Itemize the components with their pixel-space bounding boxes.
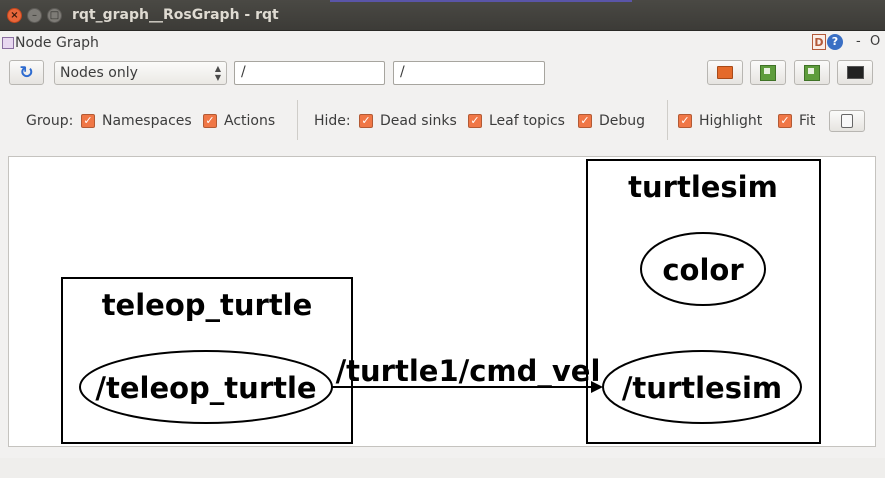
load-dot-button[interactable] (707, 60, 743, 85)
folder-open-icon (717, 66, 733, 79)
debug-toggle-button[interactable]: D (812, 34, 826, 50)
updown-arrows-icon: ▲▼ (214, 64, 221, 82)
fit-checkbox[interactable]: ✓ Fit (778, 113, 815, 129)
save-icon (804, 64, 820, 81)
separator (297, 100, 298, 140)
checkbox-label: Namespaces (102, 113, 192, 129)
help-button[interactable]: ? (827, 34, 843, 50)
window-title: rqt_graph__RosGraph - rqt (72, 7, 279, 23)
cluster-label-teleop-turtle: teleop_turtle (102, 288, 313, 322)
node-label-teleop-turtle: /teleop_turtle (95, 371, 316, 405)
close-plugin-button[interactable]: O (870, 34, 881, 49)
checkbox-label: Leaf topics (489, 113, 565, 129)
leaf-topics-checkbox[interactable]: ✓ Leaf topics (468, 113, 565, 129)
checkbox-checked-icon: ✓ (468, 114, 482, 128)
checkbox-checked-icon: ✓ (578, 114, 592, 128)
graph-mode-selected: Nodes only (60, 65, 138, 81)
status-bar (0, 458, 885, 478)
checkbox-checked-icon: ✓ (359, 114, 373, 128)
screen-icon (846, 66, 864, 79)
checkbox-label: Highlight (699, 113, 763, 129)
window-maximize-button[interactable]: □ (47, 8, 62, 23)
plugin-header: Node Graph D ? - O (0, 32, 885, 54)
checkbox-checked-icon: ✓ (678, 114, 692, 128)
actions-checkbox[interactable]: ✓ Actions (203, 113, 275, 129)
cluster-teleop-turtle[interactable] (61, 277, 353, 444)
graph-svg: teleop_turtle turtlesim /teleop_turtle c… (61, 159, 821, 444)
checkbox-checked-icon: ✓ (203, 114, 217, 128)
node-label-turtlesim: /turtlesim (622, 371, 782, 405)
cluster-label-turtlesim: turtlesim (628, 170, 778, 204)
window-close-button[interactable]: × (7, 8, 22, 23)
graph-mode-select[interactable]: Nodes only ▲▼ (54, 61, 227, 85)
separator (667, 100, 668, 140)
group-label: Group: (26, 113, 74, 129)
node-color[interactable] (640, 232, 766, 306)
refresh-button[interactable]: ↻ (9, 60, 44, 85)
debug-checkbox[interactable]: ✓ Debug (578, 113, 645, 129)
fit-in-view-icon (841, 114, 853, 128)
refresh-icon: ↻ (19, 62, 34, 83)
checkbox-checked-icon: ✓ (81, 114, 95, 128)
checkbox-label: Dead sinks (380, 113, 457, 129)
namespace-filter-input[interactable]: / (234, 61, 385, 85)
save-dot-button[interactable] (750, 60, 786, 85)
window-minimize-button[interactable]: – (27, 8, 42, 23)
graph-toolbar: ↻ Nodes only ▲▼ / / (0, 58, 885, 90)
fit-in-view-button[interactable] (829, 110, 865, 132)
highlight-checkbox[interactable]: ✓ Highlight (678, 113, 762, 129)
node-turtlesim[interactable] (602, 350, 802, 424)
checkbox-label: Debug (599, 113, 646, 129)
graph-canvas[interactable]: teleop_turtle turtlesim /teleop_turtle c… (8, 156, 876, 447)
dead-sinks-checkbox[interactable]: ✓ Dead sinks (359, 113, 457, 129)
checkbox-label: Actions (224, 113, 276, 129)
minimize-plugin-button[interactable]: - (856, 34, 861, 49)
options-bar: Group: ✓ Namespaces ✓ Actions Hide: ✓ De… (0, 100, 885, 142)
edge-label-cmd-vel: /turtle1/cmd_vel (336, 354, 601, 388)
namespaces-checkbox[interactable]: ✓ Namespaces (81, 113, 192, 129)
titlebar-accent (330, 0, 632, 2)
checkbox-label: Fit (799, 113, 816, 129)
node-label-color: color (662, 253, 744, 287)
save-image-button[interactable] (837, 60, 873, 85)
save-icon (760, 64, 776, 81)
window-titlebar: × – □ rqt_graph__RosGraph - rqt (0, 0, 885, 31)
cluster-turtlesim[interactable] (586, 159, 821, 444)
node-graph-plugin-icon (2, 37, 14, 49)
hide-label: Hide: (314, 113, 351, 129)
checkbox-checked-icon: ✓ (778, 114, 792, 128)
save-svg-button[interactable] (794, 60, 830, 85)
plugin-title: Node Graph (15, 35, 99, 51)
topic-filter-input[interactable]: / (393, 61, 545, 85)
